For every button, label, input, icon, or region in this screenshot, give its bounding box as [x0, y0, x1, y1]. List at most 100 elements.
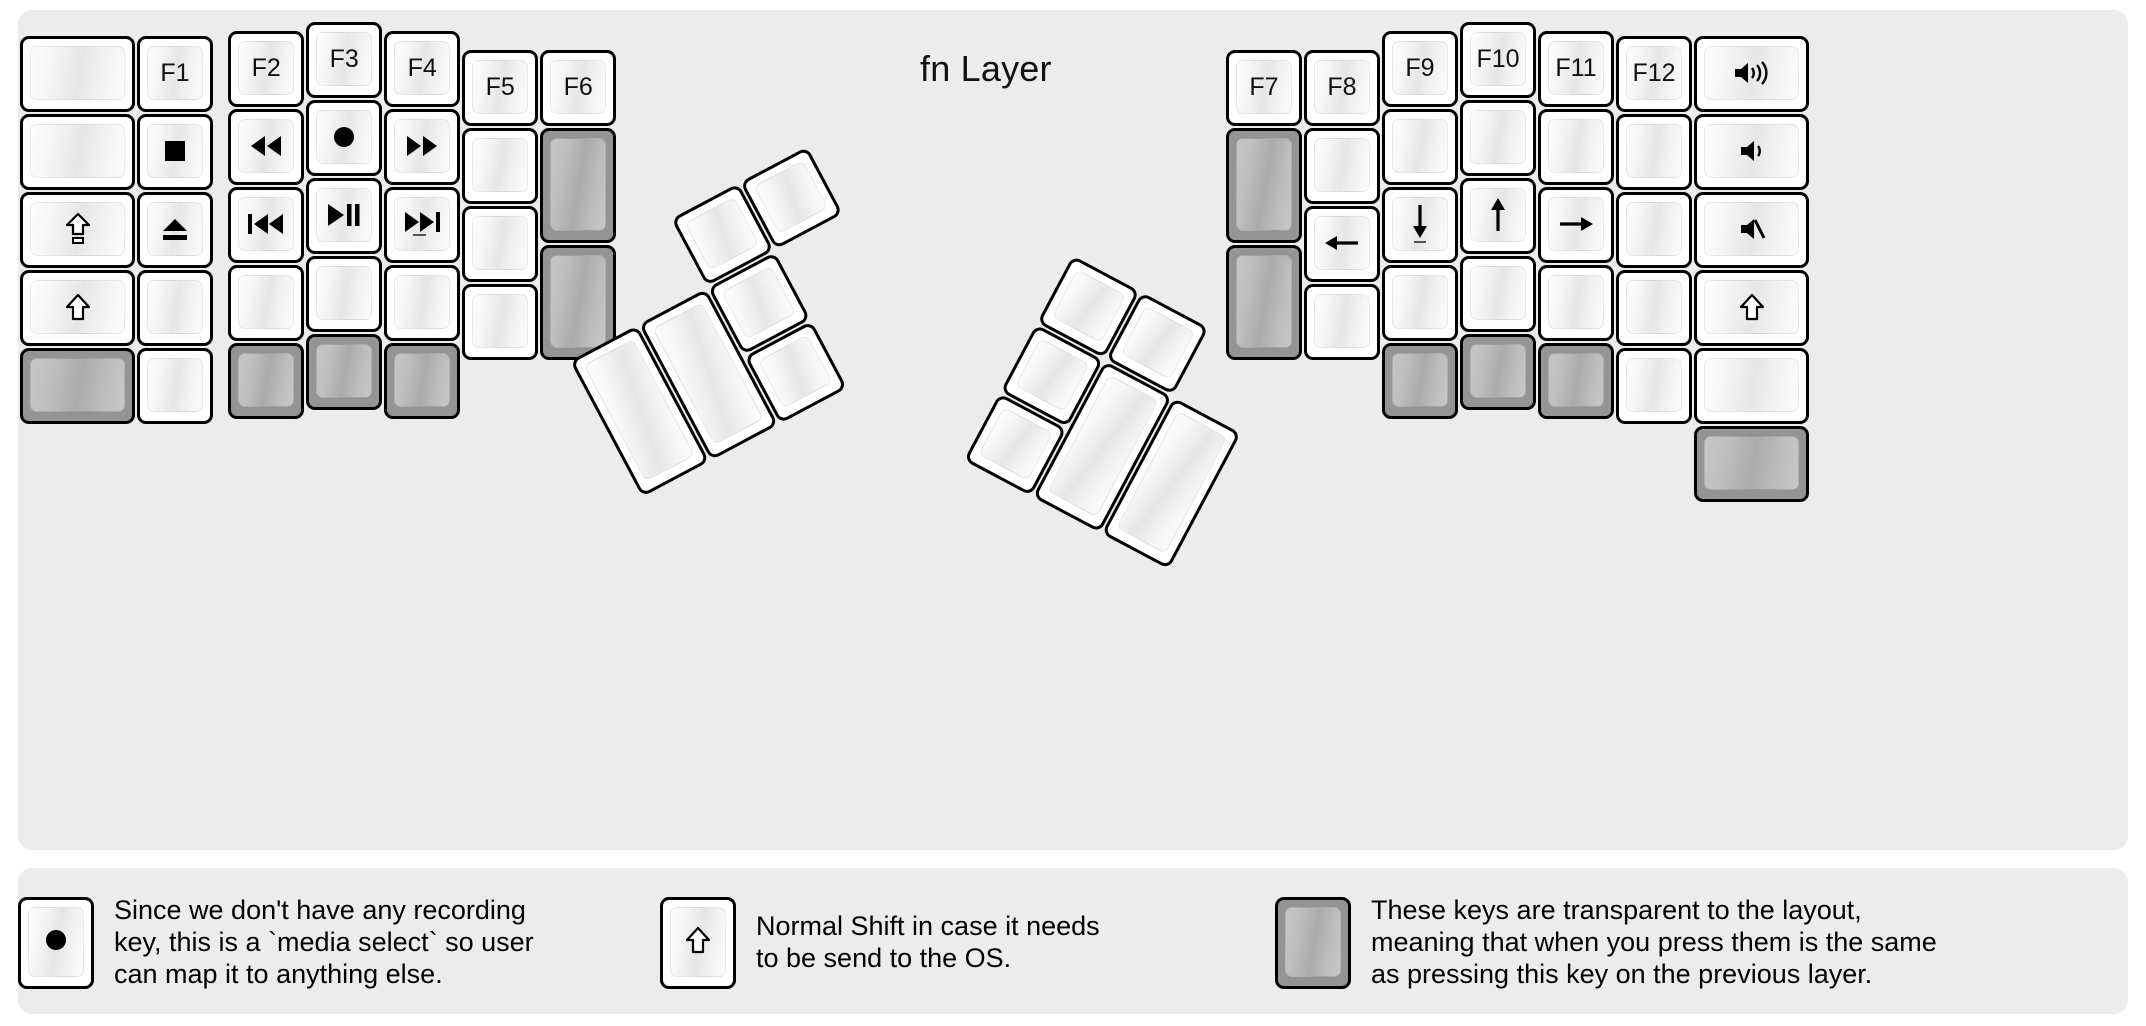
keycap-face — [978, 407, 1054, 482]
right-half-col-index-key-4[interactable] — [1382, 265, 1458, 342]
right-half-col-pinky-outer-key-4[interactable] — [1694, 270, 1809, 347]
left-half-col-middle-key-3[interactable] — [306, 178, 383, 254]
keycap-face — [238, 353, 295, 408]
shift-icon — [685, 926, 711, 959]
media-record-icon — [330, 123, 358, 151]
left-half-col-pinky-outer-key-5[interactable] — [20, 348, 135, 425]
left-half-col-index-key-2[interactable] — [384, 109, 461, 186]
right-half-col-middle-key-1[interactable]: F10 — [1460, 22, 1536, 98]
right-half-col-middle-key-3[interactable] — [1460, 178, 1536, 254]
right-half-col-pinky-key-5[interactable] — [1616, 348, 1692, 425]
keycap-face — [238, 197, 295, 252]
keycap-face: F9 — [1392, 41, 1448, 96]
right-half-col-pinky-key-2[interactable] — [1616, 114, 1692, 191]
shift-icon — [65, 293, 90, 321]
left-half-col-inner-key-2[interactable] — [540, 128, 617, 244]
left-half-col-pinky-outer-key-4[interactable] — [20, 270, 135, 347]
keycap-face — [147, 202, 203, 257]
keycap-face — [30, 46, 125, 101]
left-half-col-middle-key-2[interactable] — [306, 100, 383, 176]
right-half-col-pinky-outer-key-6[interactable] — [1694, 426, 1809, 503]
right-half-col-pinky-outer-key-3[interactable] — [1694, 192, 1809, 269]
right-half-col-inner-key-2[interactable] — [1226, 128, 1302, 244]
left-half-col-ring-key-3[interactable] — [228, 187, 305, 264]
right-half-col-index-key-3[interactable] — [1382, 187, 1458, 264]
right-half-col-index-inner-key-2[interactable] — [1304, 128, 1380, 205]
right-half-col-index-key-1[interactable]: F9 — [1382, 31, 1458, 108]
left-half-col-ring-key-1[interactable]: F2 — [228, 31, 305, 108]
right-half-col-middle-key-2[interactable] — [1460, 100, 1536, 176]
right-half-col-index-key-2[interactable] — [1382, 109, 1458, 186]
right-half-col-index-key-5[interactable] — [1382, 343, 1458, 420]
right-half-col-index-inner-key-1[interactable]: F8 — [1304, 50, 1380, 127]
right-half-col-inner-key-1[interactable]: F7 — [1226, 50, 1302, 127]
left-half-col-pinky-outer-key-1[interactable] — [20, 36, 135, 113]
left-half-col-inner-key-1[interactable]: F6 — [540, 50, 617, 127]
keycap-face — [1470, 110, 1526, 164]
keycap-face — [30, 124, 125, 179]
page-title: fn Layer — [920, 48, 1052, 89]
left-half-col-ring-key-5[interactable] — [228, 343, 305, 420]
keycap-face — [394, 119, 451, 174]
left-half-col-middle-key-4[interactable] — [306, 256, 383, 332]
keycap-face — [238, 119, 295, 174]
keycap-face: F4 — [394, 41, 451, 96]
left-half-col-index-inner-key-1[interactable]: F5 — [462, 50, 539, 127]
keycap-face: F12 — [1626, 46, 1682, 101]
keycap-face — [1626, 280, 1682, 335]
left-half-col-pinky-key-4[interactable] — [137, 270, 213, 347]
media-prev-track-icon — [247, 214, 285, 235]
right-half-col-index-inner-key-4[interactable] — [1304, 284, 1380, 361]
left-half-col-index-key-5[interactable] — [384, 343, 461, 420]
legend-normal-shift: Normal Shift in case it needs to be send… — [660, 880, 1100, 1006]
keycap-label: F9 — [1405, 53, 1435, 82]
left-half-col-ring-key-4[interactable] — [228, 265, 305, 342]
keycap-face — [147, 358, 203, 413]
right-half-col-middle-key-5[interactable] — [1460, 334, 1536, 410]
right-half-col-pinky-key-3[interactable] — [1616, 192, 1692, 269]
right-half-col-pinky-key-4[interactable] — [1616, 270, 1692, 347]
left-half-col-pinky-outer-key-3[interactable] — [20, 192, 135, 269]
right-half-col-pinky-key-1[interactable]: F12 — [1616, 36, 1692, 113]
keycap-face — [550, 255, 607, 349]
keycap-face — [1548, 353, 1604, 408]
arrow-right-icon — [1559, 213, 1593, 235]
media-fast-forward-icon — [405, 136, 439, 157]
left-half-col-index-key-3[interactable] — [384, 187, 461, 264]
right-half-col-ring-key-3[interactable] — [1538, 187, 1614, 264]
legend-transparent-key-keycap[interactable] — [1275, 897, 1351, 989]
left-half-col-index-inner-key-3[interactable] — [462, 206, 539, 283]
right-half-col-middle-key-4[interactable] — [1460, 256, 1536, 332]
left-half-col-index-key-4[interactable] — [384, 265, 461, 342]
keycap-face — [1392, 197, 1448, 252]
legend-transparent-key-text: These keys are transparent to the layout… — [1371, 895, 1937, 989]
right-half-col-pinky-outer-key-1[interactable] — [1694, 36, 1809, 113]
keycap-face: F10 — [1470, 32, 1526, 86]
left-half-col-pinky-key-2[interactable] — [137, 114, 213, 191]
left-half-col-middle-key-5[interactable] — [306, 334, 383, 410]
right-half-col-pinky-outer-key-5[interactable] — [1694, 348, 1809, 425]
right-half-col-ring-key-1[interactable]: F11 — [1538, 31, 1614, 108]
right-half-col-ring-key-2[interactable] — [1538, 109, 1614, 186]
left-half-col-inner-key-3[interactable] — [540, 245, 617, 361]
legend-media-select-keycap[interactable] — [18, 897, 94, 989]
left-half-col-index-key-1[interactable]: F4 — [384, 31, 461, 108]
volume-up-icon — [1733, 60, 1771, 86]
left-half-col-pinky-key-5[interactable] — [137, 348, 213, 425]
keycap-face — [1015, 338, 1090, 413]
left-half-col-index-inner-key-2[interactable] — [462, 128, 539, 205]
keycap-face — [316, 110, 373, 164]
left-half-col-pinky-key-3[interactable] — [137, 192, 213, 269]
right-half-col-ring-key-4[interactable] — [1538, 265, 1614, 342]
legend-normal-shift-keycap[interactable] — [660, 897, 736, 989]
left-half-col-index-inner-key-4[interactable] — [462, 284, 539, 361]
left-half-col-pinky-key-1[interactable]: F1 — [137, 36, 213, 113]
right-half-col-pinky-outer-key-2[interactable] — [1694, 114, 1809, 191]
right-half-col-index-inner-key-3[interactable] — [1304, 206, 1380, 283]
left-half-col-pinky-outer-key-2[interactable] — [20, 114, 135, 191]
right-half-col-inner-key-3[interactable] — [1226, 245, 1302, 361]
keycap-label: F4 — [407, 53, 437, 82]
right-half-col-ring-key-5[interactable] — [1538, 343, 1614, 420]
left-half-col-middle-key-1[interactable]: F3 — [306, 22, 383, 98]
left-half-col-ring-key-2[interactable] — [228, 109, 305, 186]
